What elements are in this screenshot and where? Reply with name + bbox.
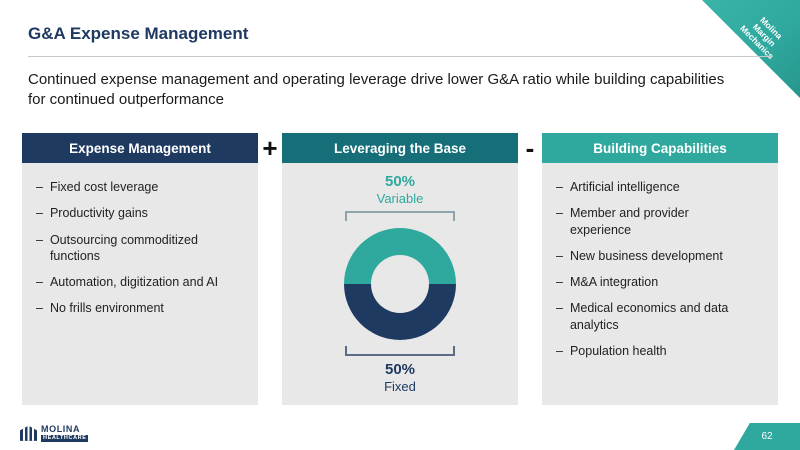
subtitle: Continued expense management and operati… — [28, 71, 725, 109]
minus-operator: - — [525, 133, 535, 163]
column-leveraging-the-base: Leveraging the Base 50% Variable 50% Fix… — [282, 133, 518, 405]
column-building-capabilities: Building Capabilities Artificial intelli… — [542, 133, 778, 405]
expense-management-list: Fixed cost leverage Productivity gains O… — [22, 163, 258, 317]
column-expense-management: Expense Management Fixed cost leverage P… — [22, 133, 258, 405]
list-item: New business development — [556, 248, 742, 264]
list-item: Artificial intelligence — [556, 179, 742, 195]
list-item: Automation, digitization and AI — [36, 274, 246, 290]
list-item: Member and provider experience — [556, 205, 742, 238]
page-title: G&A Expense Management — [28, 24, 249, 43]
leveraging-the-base-body: 50% Variable 50% Fixed — [282, 163, 518, 405]
leveraging-the-base-header: Leveraging the Base — [282, 133, 518, 163]
building-capabilities-body: Artificial intelligence Member and provi… — [542, 163, 778, 405]
page-number: 62 — [761, 431, 773, 442]
list-item: No frills environment — [36, 300, 246, 316]
logo-line1: MOLINA — [41, 423, 81, 434]
molina-logo: MOLINA HEALTHCARE — [20, 423, 89, 442]
logo-line2: HEALTHCARE — [41, 434, 89, 442]
list-item: M&A integration — [556, 274, 742, 290]
fixed-bracket — [345, 346, 455, 356]
content-columns: Expense Management Fixed cost leverage P… — [22, 133, 778, 405]
list-item: Medical economics and data analytics — [556, 300, 742, 333]
donut-chart — [344, 228, 456, 340]
building-capabilities-header: Building Capabilities — [542, 133, 778, 163]
list-item: Population health — [556, 343, 742, 359]
logo-text: MOLINA HEALTHCARE — [41, 423, 89, 442]
expense-management-body: Fixed cost leverage Productivity gains O… — [22, 163, 258, 405]
variable-percentage: 50% — [384, 173, 416, 190]
plus-operator: + — [262, 133, 278, 163]
title-divider — [28, 56, 772, 57]
fixed-label: Fixed — [384, 379, 416, 394]
list-item: Productivity gains — [36, 205, 246, 221]
building-icon — [20, 425, 37, 441]
list-item: Fixed cost leverage — [36, 179, 246, 195]
page-number-badge: 62 — [734, 423, 800, 450]
expense-management-header: Expense Management — [22, 133, 258, 163]
variable-bracket — [345, 211, 455, 221]
building-capabilities-list: Artificial intelligence Member and provi… — [542, 163, 778, 359]
fixed-percentage: 50% — [384, 361, 416, 378]
variable-label: Variable — [376, 191, 424, 206]
list-item: Outsourcing commoditized functions — [36, 232, 246, 265]
